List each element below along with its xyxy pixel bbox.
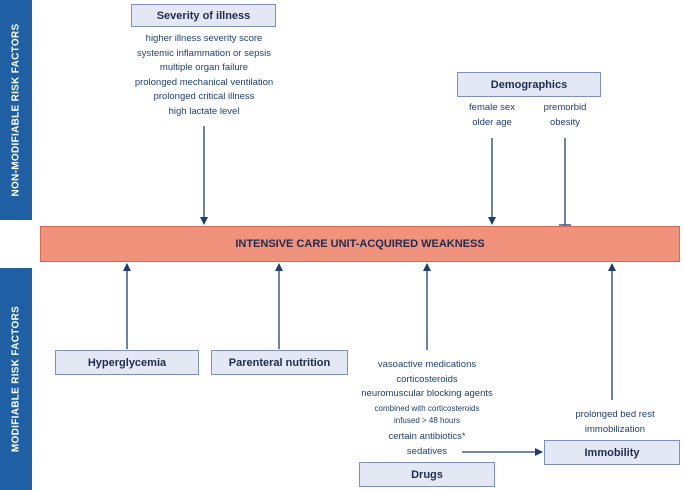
immobility-item: prolonged bed rest — [575, 409, 655, 420]
drugs-item: neuromuscular blocking agents — [361, 388, 493, 399]
severity-title: Severity of illness — [156, 9, 251, 22]
icu-weakness-bar: INTENSIVE CARE UNIT-ACQUIRED WEAKNESS — [40, 226, 680, 262]
severity-item: high lactate level — [168, 105, 240, 117]
demographics-item: female sex — [469, 102, 515, 113]
parenteral-nutrition-box: Parenteral nutrition — [211, 350, 348, 375]
demographics-item: premorbid — [543, 102, 587, 113]
drugs-title: Drugs — [411, 468, 443, 481]
demographics-left-list: female sex older age — [452, 101, 532, 130]
immobility-list: prolonged bed rest immobilization — [560, 408, 670, 437]
drugs-box: Drugs — [359, 462, 495, 487]
severity-box: Severity of illness — [131, 4, 276, 27]
demographics-title: Demographics — [490, 78, 568, 91]
drugs-list-2: certain antibiotics* sedatives — [357, 430, 497, 459]
drugs-sublist: combined with corticosteroids infused > … — [357, 403, 497, 427]
hyperglycemia-title: Hyperglycemia — [87, 356, 167, 369]
severity-list: higher illness severity score systemic i… — [104, 32, 304, 119]
drugs-item: corticosteroids — [396, 373, 458, 385]
drugs-item: certain antibiotics* — [388, 431, 466, 442]
demographics-item: older age — [472, 116, 512, 128]
severity-item: prolonged critical illness — [153, 91, 255, 102]
sidebar-non-modifiable: NON-MODIFIABLE RISK FACTORS — [0, 0, 32, 220]
drugs-list: vasoactive medications corticosteroids n… — [357, 358, 497, 402]
hyperglycemia-box: Hyperglycemia — [55, 350, 199, 375]
demographics-item: obesity — [549, 116, 581, 128]
drugs-item: vasoactive medications — [377, 359, 477, 370]
parenteral-nutrition-title: Parenteral nutrition — [228, 356, 331, 369]
demographics-right-list: premorbid obesity — [530, 101, 600, 130]
icu-weakness-title: INTENSIVE CARE UNIT-ACQUIRED WEAKNESS — [235, 238, 485, 250]
drugs-item: sedatives — [406, 445, 448, 457]
demographics-box: Demographics — [457, 72, 601, 97]
severity-item: systemic inflammation or sepsis — [136, 47, 272, 59]
severity-item: multiple organ failure — [159, 62, 249, 73]
immobility-item: immobilization — [584, 423, 646, 435]
severity-item: prolonged mechanical ventilation — [134, 76, 274, 88]
sidebar-modifiable: MODIFIABLE RISK FACTORS — [0, 268, 32, 490]
immobility-title: Immobility — [584, 446, 640, 459]
severity-item: higher illness severity score — [145, 33, 263, 44]
drugs-subitem: infused > 48 hours — [393, 416, 461, 425]
drugs-subitem: combined with corticosteroids — [374, 404, 480, 413]
immobility-box: Immobility — [544, 440, 680, 465]
